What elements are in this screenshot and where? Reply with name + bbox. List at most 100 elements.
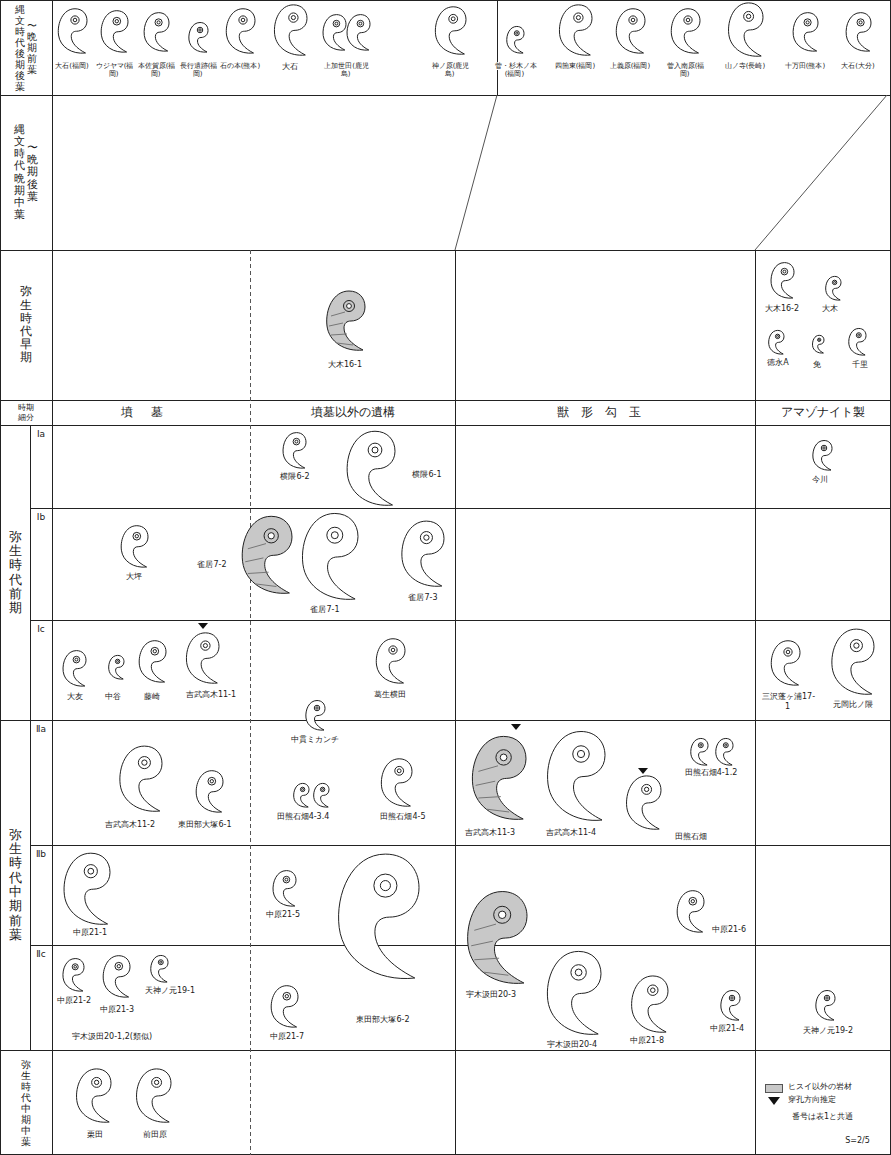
table-header-cell: 縄文時代後期後葉〜晩期前葉 [0, 0, 52, 95]
magatama [63, 651, 86, 687]
specimen-label: 中貫ミカンチ [290, 735, 340, 744]
table-header-cell: 弥生時代早期 [0, 250, 52, 400]
grid-line [0, 95, 891, 96]
magatama [314, 783, 329, 807]
specimen-label-box: 中原21-7 [262, 1032, 312, 1042]
specimen-label-box: 天神ノ元19-1 [140, 986, 200, 996]
specimen-label: 大木16-1 [327, 360, 363, 369]
specimen-label: 宇木汲田20-1,2(類似) [71, 1032, 153, 1041]
grid-line [30, 845, 891, 846]
specimen-label-box: 大木16-2 [760, 304, 804, 314]
specimen-label-box: 吉武高木11-1 [178, 690, 244, 700]
specimen-label: 本佐賀原(福岡) [137, 62, 176, 78]
specimen-label: 雀居7-1 [309, 605, 340, 614]
magatama [716, 738, 733, 765]
specimen-label-box: 菅・杉木ノ本(福岡) [492, 62, 538, 79]
table-header-cell: 獣形勾玉 [455, 400, 755, 425]
specimen-label: 田熊石畑 [674, 832, 708, 841]
specimen-label-box: 大木 [815, 304, 845, 314]
specimen-label-box: 中貫ミカンチ [280, 735, 350, 745]
specimen-label-box: 宇木汲田20-4 [536, 1040, 608, 1050]
specimen-label-box: 大石 [268, 62, 312, 72]
period-label: 弥生時代中期中葉 [21, 1059, 31, 1147]
specimen-label: 中原21-1 [72, 928, 108, 937]
subperiod-label: Ⅱc [36, 949, 45, 959]
dashed-line [250, 250, 251, 1155]
legend-swatch [765, 1084, 783, 1093]
specimen-label: 菅・杉木ノ本(福岡) [494, 62, 537, 78]
specimen-label: 大木16-2 [764, 304, 800, 313]
specimen-label-box: 今川 [805, 475, 835, 485]
legend-triangle [768, 1097, 780, 1105]
specimen-label-box: 三沢蓬ヶ浦17-1 [758, 692, 818, 711]
magatama [77, 1069, 111, 1122]
legend-text: 穿孔方向推定 [788, 1095, 836, 1105]
magatama [671, 9, 700, 53]
magatama [677, 891, 704, 932]
specimen-label-box: 天神ノ元19-2 [795, 1026, 861, 1036]
column-heading: 墳墓 [121, 406, 181, 420]
magatama [242, 516, 292, 593]
magatama [144, 13, 169, 52]
specimen-label-box: 横隈6-1 [402, 470, 452, 480]
specimen-label-box: 千里 [840, 360, 880, 370]
column-heading: 獣形勾玉 [557, 406, 653, 420]
specimen-label-box: 吉武高木11-3 [455, 828, 525, 838]
specimen-label-box: 藤崎 [132, 692, 172, 702]
grid-line [0, 425, 891, 426]
magatama [64, 853, 110, 924]
specimen-label-box: 番号は表1と共通 [760, 1112, 885, 1122]
magatama [139, 641, 166, 682]
specimen-label: 田熊石畑4-1.2 [684, 768, 739, 777]
specimen-label: 吉武高木11-4 [545, 828, 597, 837]
magatama [120, 746, 162, 811]
magatama [559, 5, 592, 55]
specimen-label-box: 山ノ寺(長崎) [723, 62, 767, 70]
specimen-label-box: 徳永A [758, 358, 798, 368]
magatama [472, 736, 526, 819]
specimen-label: 葛生横田 [373, 690, 407, 699]
magatama [294, 783, 309, 807]
legend-text: ヒスイ以外の岩材 [788, 1082, 852, 1092]
magatama [547, 951, 601, 1034]
table-header-cell: Ⅰc [30, 620, 52, 720]
grid-line [30, 620, 891, 621]
specimen-label: 藤崎 [143, 692, 161, 701]
magatama [813, 441, 832, 471]
specimen-label-box: 中原21-6 [706, 925, 752, 935]
subperiod-label: Ⅱa [36, 724, 46, 734]
specimen-label: 長行遺跡(福岡) [179, 62, 218, 78]
specimen-label-box: 免 [805, 360, 829, 370]
specimen-label: 横隈6-1 [411, 470, 442, 479]
magatama [196, 771, 223, 812]
magatama [283, 433, 306, 469]
specimen-label-box: 大石(大分) [836, 62, 880, 70]
period-label: 弥生時代中期前葉 [9, 828, 22, 942]
magatama [151, 955, 168, 982]
specimen-label: 田熊石畑4-3.4 [276, 812, 331, 821]
magatama [507, 26, 524, 53]
grid-line [755, 250, 756, 1155]
specimen-label-box: 田熊石畑4-3.4 [268, 812, 338, 822]
specimen-label: ウジヤマ(福岡) [95, 62, 134, 78]
specimen-label-box: 元岡比ノ隈 [822, 700, 884, 710]
magatama [273, 871, 296, 907]
perforation-triangle [198, 623, 208, 629]
magatama [137, 1069, 171, 1122]
specimen-label-box: 田熊石畑4-5 [365, 812, 441, 822]
magatama [103, 956, 130, 997]
specimen-label-box: 葛生横田 [360, 690, 420, 700]
magatama [381, 759, 412, 806]
specimen-label-box: 宇木汲田20-3 [455, 990, 527, 1000]
column-heading: 墳墓以外の遺構 [311, 406, 395, 420]
specimen-label-box: 中原21-4 [704, 1024, 750, 1034]
grid-line [0, 250, 891, 251]
specimen-label: 元岡比ノ隈 [832, 700, 874, 709]
specimen-label: 天神ノ元19-2 [802, 1026, 854, 1035]
magatama [548, 732, 605, 821]
specimen-label: 中原21-8 [629, 1036, 665, 1045]
diagonal-line [755, 95, 887, 250]
magatama [327, 291, 365, 350]
magatama [826, 276, 841, 300]
specimen-label: 免 [812, 360, 822, 369]
